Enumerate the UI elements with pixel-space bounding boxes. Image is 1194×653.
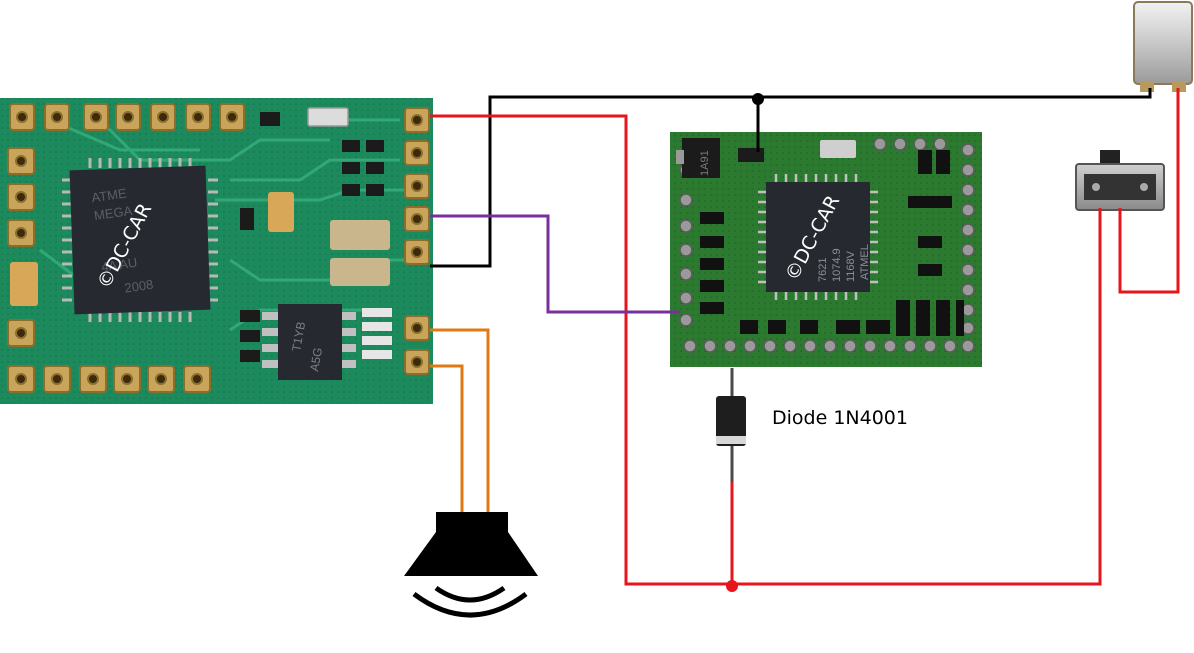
speaker-wires <box>430 328 490 512</box>
amp-marking-line-1: T1YB <box>289 321 308 353</box>
sound-decoder-board: ATME MEGA 4A AU 2008 ©DC-CAR T1YB A5G <box>0 98 433 404</box>
power-junction <box>726 580 738 592</box>
smd-array <box>362 308 392 359</box>
diode-icon <box>716 368 746 482</box>
chip-marking-line-1: ATME <box>91 185 128 205</box>
ground-wire <box>430 88 1152 268</box>
chip-marking-line-3: 4A AU <box>100 255 138 275</box>
function-module-board: 1A91 ATMEL 1168V 1074.9 7621 ©DC-CAR <box>670 132 982 367</box>
module-chip-marking-line-2: 1168V <box>845 250 857 282</box>
module-chip-marking-line-1: ATMEL <box>859 244 871 280</box>
smd-capacitors <box>10 192 390 306</box>
speaker-icon <box>404 512 538 618</box>
smd-resistors <box>240 112 384 362</box>
led <box>307 107 349 127</box>
power-wire <box>430 88 1180 586</box>
signal-wire <box>430 214 680 314</box>
module-chip-marking-line-4: 7621 <box>817 258 829 282</box>
module-mcu-chip: ATMEL 1168V 1074.9 7621 ©DC-CAR <box>758 174 878 300</box>
module-capacitor <box>820 140 856 158</box>
module-transistor: 1A91 <box>676 138 720 178</box>
module-chip-marking-line-3: 1074.9 <box>831 248 843 282</box>
diode-label: Diode 1N4001 <box>772 407 908 429</box>
amp-marking-line-2: A5G <box>307 346 325 372</box>
bottom-pad-row <box>7 365 211 393</box>
module-resistors <box>700 150 964 336</box>
module-pads <box>679 137 975 353</box>
ground-junction <box>752 93 764 105</box>
reed-contact-icon <box>1133 1 1193 92</box>
module-diode-smd <box>738 148 764 162</box>
top-pad-row <box>9 103 245 131</box>
decoder-mcu-chip: ATME MEGA 4A AU 2008 ©DC-CAR <box>62 158 218 322</box>
left-pad-column <box>7 147 35 347</box>
transistor-marking: 1A91 <box>699 150 711 176</box>
slide-switch-icon <box>1075 150 1165 211</box>
right-pad-column <box>404 107 430 375</box>
amplifier-chip: T1YB A5G <box>262 304 356 380</box>
chip-marking-line-2: MEGA <box>93 203 133 223</box>
chip-marking-line-4: 2008 <box>124 277 155 296</box>
